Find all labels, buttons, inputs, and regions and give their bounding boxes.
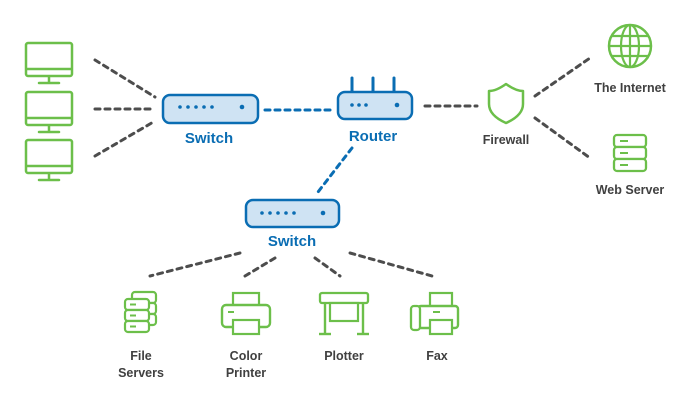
link-computer-1-switch — [93, 58, 157, 99]
link-switch-fileservers — [148, 251, 242, 278]
router: Router — [336, 76, 414, 145]
color-printer-label-line1: Color — [230, 349, 263, 363]
internet: The Internet — [594, 23, 667, 95]
link-switch-fax — [348, 251, 434, 278]
monitor-icon — [24, 90, 74, 134]
monitor-icon — [24, 138, 74, 182]
switch-top: Switch — [161, 93, 260, 147]
file-servers-label-line2: Servers — [118, 366, 164, 380]
computer-1 — [24, 41, 74, 85]
switch-icon — [244, 198, 341, 229]
internet-label: The Internet — [594, 81, 666, 95]
switch-bottom: Switch — [244, 198, 341, 250]
fax-label: Fax — [426, 349, 448, 363]
link-switch-plotter — [313, 256, 342, 278]
link-switch-printer — [243, 256, 277, 278]
router-icon — [336, 76, 414, 121]
color-printer: Color Printer — [220, 291, 272, 380]
firewall-label: Firewall — [483, 133, 530, 147]
globe-icon — [607, 23, 653, 69]
web-server: Web Server — [596, 133, 665, 197]
file-servers: File Servers — [118, 290, 164, 380]
switch-icon — [161, 93, 260, 125]
plotter-icon — [318, 291, 370, 336]
printer-icon — [220, 291, 272, 336]
switch-top-label: Switch — [185, 130, 233, 147]
link-computer-3-switch — [93, 119, 157, 158]
plotter: Plotter — [318, 291, 370, 363]
server-icon — [612, 133, 648, 173]
web-server-label: Web Server — [596, 183, 665, 197]
computer-3 — [24, 138, 74, 182]
file-servers-label-line1: File — [130, 349, 152, 363]
link-router-switch — [316, 146, 354, 194]
computer-2 — [24, 90, 74, 134]
server-stack-icon — [123, 290, 158, 334]
fax: Fax — [409, 291, 460, 363]
switch-bottom-label: Switch — [268, 233, 316, 250]
monitor-icon — [24, 41, 74, 85]
firewall: Firewall — [483, 82, 530, 147]
shield-icon — [487, 82, 525, 125]
router-label: Router — [349, 128, 397, 145]
connections — [93, 56, 592, 278]
fax-icon — [409, 291, 460, 336]
color-printer-label-line2: Printer — [226, 366, 266, 380]
link-firewall-internet — [533, 56, 592, 98]
plotter-label: Plotter — [324, 349, 364, 363]
link-firewall-webserver — [533, 116, 592, 160]
